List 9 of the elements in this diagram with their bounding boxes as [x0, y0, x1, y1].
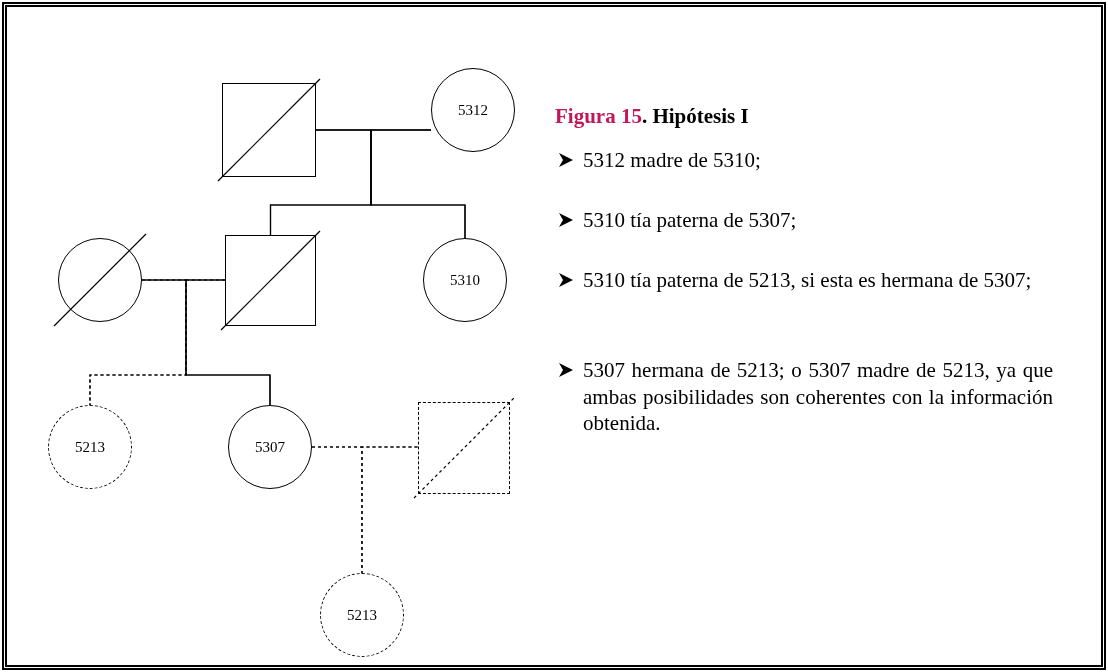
figure-title: Figura 15. Hipótesis I [555, 104, 749, 129]
bullet-text: 5312 madre de 5310; [583, 147, 762, 174]
bullet-text: 5310 tía paterna de 5307; [583, 207, 798, 234]
bullet-text: 5310 tía paterna de 5213, si esta es hermana de 5307; [583, 267, 1033, 294]
pedigree-line [185, 279, 271, 406]
bullet-text: 5307 hermana de 5213; o 5307 madre de 5213, ya que ambas posibilidades son coherentes con la información obtenida. [583, 357, 1053, 437]
pedigree-line [370, 129, 466, 239]
pedigree-line [361, 446, 419, 574]
pedigree-line [89, 279, 226, 406]
